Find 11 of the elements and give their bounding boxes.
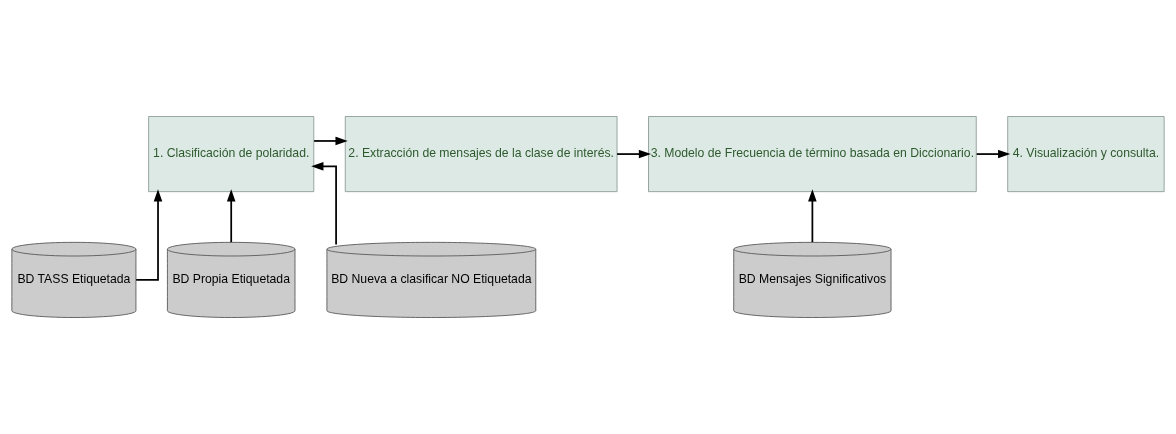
node-box: 4. Visualización y consulta. xyxy=(1007,116,1165,193)
arrow xyxy=(808,189,817,244)
arrow xyxy=(226,189,236,244)
arrow xyxy=(616,149,652,159)
node-box: 3. Modelo de Frecuencia de término basada en Diccionario. xyxy=(648,116,977,193)
arrow xyxy=(311,162,337,246)
node-box: 2. Extracción de mensajes de la clase de interés. xyxy=(344,116,618,193)
arrow xyxy=(975,149,1011,159)
arrow xyxy=(135,189,163,281)
arrow xyxy=(313,136,348,146)
node-box: 1. Clasificación de polaridad. xyxy=(148,116,315,193)
